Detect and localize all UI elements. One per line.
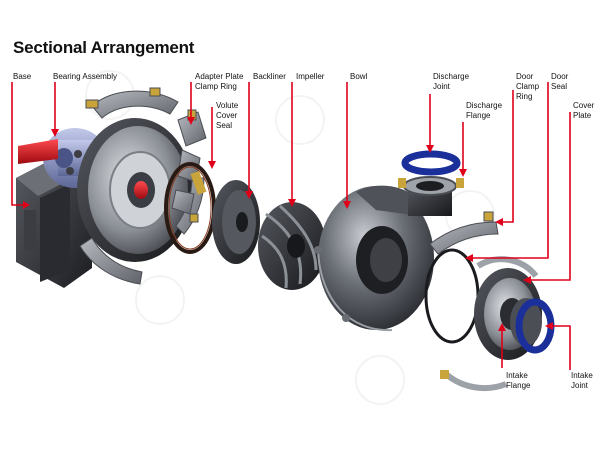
label-impeller: Impeller <box>296 72 325 81</box>
label-base: Base <box>13 72 32 81</box>
leader-arrowheads <box>23 117 553 331</box>
label-intake-flange: Intake Flange <box>506 371 531 390</box>
diagram-title: Sectional Arrangement <box>13 38 195 57</box>
discharge-flange-part <box>398 176 464 216</box>
label-discharge-joint: Discharge Joint <box>433 72 470 91</box>
label-cover-plate: Cover Plate <box>573 101 595 120</box>
door-seal-part <box>424 248 480 344</box>
label-volute-cover-seal: Volute Cover Seal <box>216 101 239 130</box>
label-intake-joint: Intake Joint <box>571 371 593 390</box>
label-discharge-flange: Discharge Flange <box>466 101 503 120</box>
backliner-part <box>212 180 260 264</box>
label-bowl: Bowl <box>350 72 368 81</box>
label-door-seal: Door Seal <box>551 72 569 91</box>
label-backliner: Backliner <box>253 72 286 81</box>
leader-lines <box>11 82 571 370</box>
impeller-part <box>258 202 326 290</box>
bowl-part <box>314 185 434 332</box>
frame-plate-part <box>77 118 193 262</box>
watermark <box>85 70 495 405</box>
label-bearing-assembly: Bearing Assembly <box>53 72 118 81</box>
label-door-clamp-ring: Door Clamp Ring <box>516 72 540 101</box>
discharge-joint-part <box>401 150 461 176</box>
door-clamp-ring-part <box>429 211 499 255</box>
label-adapter-plate-clamp-ring: Adapter Plate Clamp Ring <box>195 72 244 91</box>
